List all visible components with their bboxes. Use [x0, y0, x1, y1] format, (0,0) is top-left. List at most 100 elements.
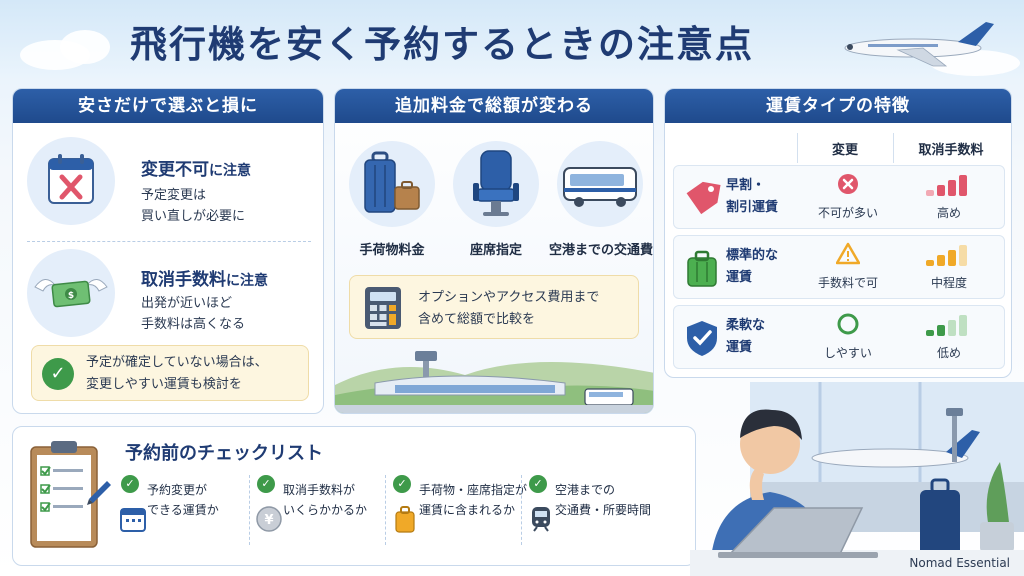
fare-name-line: 運賃	[726, 340, 753, 355]
cancel-fee-bar	[948, 320, 956, 336]
check-icon: ✓	[393, 475, 411, 493]
cancel-value: 低め	[936, 346, 961, 360]
emphasis-text: 取消手数料	[141, 270, 226, 290]
train-icon	[532, 507, 550, 532]
checklist-text: 交通費・所要時間	[555, 503, 652, 517]
brand-credit: Nomad Essential	[909, 556, 1010, 570]
emphasis-text: 変更不可	[141, 160, 209, 180]
change-value: 不可が多い	[817, 206, 878, 220]
calendar-icon	[120, 508, 146, 532]
tip-line: 含めて総額で比較を	[418, 312, 536, 327]
cancel-fee-bar	[948, 180, 956, 196]
svg-text:$: $	[68, 291, 74, 301]
divider	[249, 475, 250, 545]
cancel-fee-bar	[937, 325, 945, 336]
luggage-icon	[364, 151, 420, 213]
fare-name-line: 運賃	[726, 270, 753, 285]
item-heading: 変更不可に注意	[141, 155, 251, 180]
checklist-item: ✓ 空港までの交通費・所要時間	[525, 471, 655, 559]
item-heading: 取消手数料に注意	[141, 265, 268, 290]
panel-extra-fees: 追加料金で総額が変わる 手荷物料金 座席指定 空港までの交通費	[334, 88, 654, 414]
checklist-item: ✓ 手荷物・座席指定が運賃に含まれるか	[389, 471, 527, 559]
airplane-icon	[844, 22, 994, 67]
cancel-fee-bar	[926, 330, 934, 336]
panel-header: 運賃タイプの特徴	[665, 89, 1011, 123]
checklist-item: ✓ 取消手数料がいくらかかるか ¥	[253, 471, 386, 559]
cancel-fee-bar	[926, 260, 934, 266]
panel-header: 追加料金で総額が変わる	[335, 89, 653, 123]
fee-label: 手荷物料金	[359, 243, 425, 258]
airport-terminal-illustration	[335, 351, 653, 413]
tip-line: 変更しやすい運賃も検討を	[86, 377, 242, 392]
panel-checklist: 予約前のチェックリスト ✓予約変更ができる運賃か✓取消手数料がいくらかかるか¥✓…	[12, 426, 696, 566]
cancel-fee-bar	[948, 250, 956, 266]
tip-line: 予定が確定していない場合は、	[86, 355, 268, 370]
x-circle-icon	[838, 174, 858, 194]
change-value: 手数料で可	[817, 276, 878, 290]
title-banner	[0, 0, 1024, 78]
cancel-fee-bar	[926, 190, 934, 196]
traveler-at-laptop-illustration	[690, 382, 1024, 576]
calculator-icon	[365, 287, 401, 329]
warning-triangle-icon	[836, 242, 860, 265]
table-divider	[893, 133, 894, 163]
check-icon: ✓	[121, 475, 139, 493]
cancel-fee-bar	[959, 315, 967, 336]
fare-name-line: 割引運賃	[726, 200, 779, 215]
divider	[385, 475, 386, 545]
tip-box: ✓ 予定が確定していない場合は、 変更しやすい運賃も検討を	[31, 345, 309, 401]
item-desc-line: 予定変更は	[141, 188, 207, 203]
checklist-text: いくらかかるか	[283, 503, 368, 517]
suitcase-icon	[395, 506, 415, 533]
checklist-text: 空港までの	[555, 483, 616, 497]
suitcase-icon	[687, 250, 717, 287]
divider	[27, 241, 311, 242]
check-icon: ✓	[257, 475, 275, 493]
price-tag-icon	[686, 181, 721, 215]
heading-suffix: に注意	[226, 273, 268, 289]
item-desc-line: 手数料は高くなる	[141, 317, 246, 332]
fare-row: 柔軟な運賃 しやすい 低め	[673, 305, 1005, 369]
check-icon: ✓	[529, 475, 547, 493]
check-icon: ✓	[42, 358, 74, 390]
heading-suffix: に注意	[209, 163, 251, 179]
panel-header: 安さだけで選ぶと損に	[13, 89, 323, 123]
checklist-text: 取消手数料が	[283, 483, 356, 497]
fare-name-line: 柔軟な	[726, 318, 766, 333]
clipboard-checklist-icon	[30, 441, 111, 548]
change-value: しやすい	[824, 346, 872, 360]
flying-money-icon: $	[34, 279, 108, 308]
column-header-cancel: 取消手数料	[918, 143, 984, 158]
cloud-decoration	[60, 30, 110, 64]
checklist-item: ✓ 予約変更ができる運賃か	[117, 471, 250, 559]
checklist-text: 運賃に含まれるか	[419, 503, 516, 517]
fare-row: 早割・割引運賃不可が多い高め	[673, 165, 1005, 229]
cancel-value: 中程度	[930, 276, 967, 290]
fee-label: 空港までの交通費	[548, 243, 653, 258]
svg-text:¥: ¥	[264, 513, 273, 528]
item-desc-line: 出発が近いほど	[141, 296, 233, 311]
divider	[521, 475, 522, 545]
checklist-text: 手荷物・座席指定が	[419, 483, 528, 497]
page-title: 飛行機を安く予約するときの注意点	[130, 23, 754, 66]
tip-line: オプションやアクセス費用まで	[418, 290, 600, 305]
cancel-fee-bar	[937, 185, 945, 196]
fare-row: 標準的な運賃 手数料で可 中程度	[673, 235, 1005, 299]
fee-label: 座席指定	[469, 243, 522, 258]
table-divider	[797, 133, 798, 163]
checklist-text: 予約変更が	[147, 483, 208, 497]
panel-fare-types: 運賃タイプの特徴 変更 取消手数料 早割・割引運賃不可が多い高め標準的な運賃手数…	[664, 88, 1012, 378]
cancel-fee-bar	[959, 175, 967, 196]
bus-icon	[563, 167, 637, 207]
circle-ok-icon	[837, 313, 859, 335]
fare-name-line: 早割・	[726, 178, 766, 193]
tip-box: オプションやアクセス費用まで 含めて総額で比較を	[349, 275, 639, 339]
calendar-x-icon	[48, 154, 94, 204]
column-header-change: 変更	[831, 143, 858, 158]
cancel-fee-bar	[937, 255, 945, 266]
checklist-text: できる運賃か	[147, 503, 219, 517]
airplane-seat-icon	[473, 150, 519, 216]
panel-cheap-risk: 安さだけで選ぶと損に 変更不可に注意 予定変更は 買い直しが必要に $ 取消手数…	[12, 88, 324, 414]
fare-name-line: 標準的な	[726, 248, 779, 263]
yen-coin-icon: ¥	[256, 506, 282, 532]
